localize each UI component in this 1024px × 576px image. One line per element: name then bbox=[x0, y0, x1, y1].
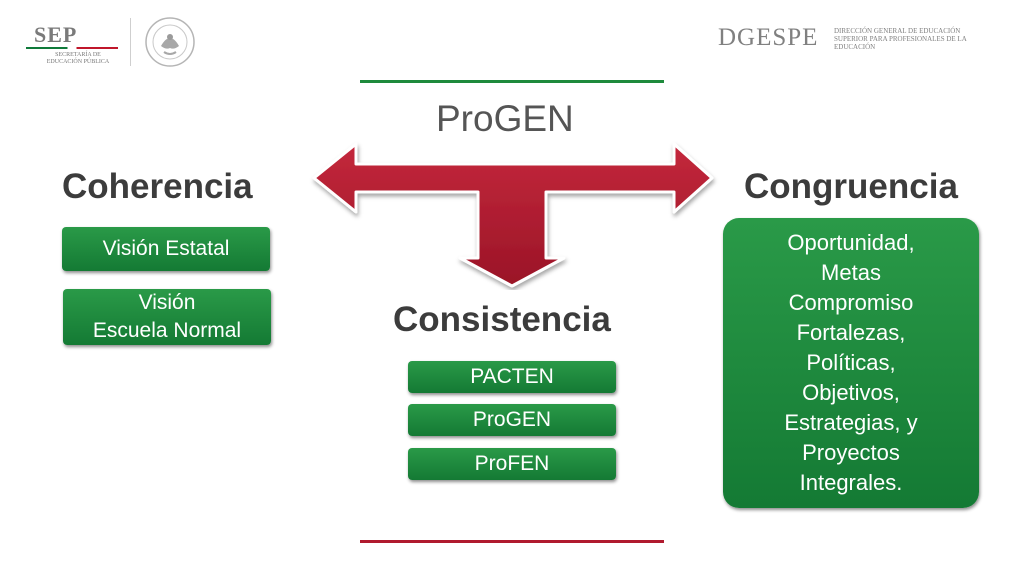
congruencia-line: Proyectos bbox=[802, 440, 900, 465]
pacten-box: PACTEN bbox=[408, 361, 616, 393]
congruencia-title: Congruencia bbox=[744, 167, 958, 206]
dgespe-logo-text: DGESPE bbox=[718, 24, 819, 51]
sep-logo-bar bbox=[26, 47, 118, 49]
vision-escuela-normal-box: Visión Escuela Normal bbox=[63, 289, 271, 345]
pacten-label: PACTEN bbox=[470, 365, 554, 388]
congruencia-line: Fortalezas, bbox=[796, 320, 906, 345]
congruencia-line: Compromiso bbox=[788, 290, 914, 315]
vision-escuela-label-line2: Escuela Normal bbox=[92, 319, 242, 342]
progen-label: ProGEN bbox=[472, 408, 552, 431]
vision-estatal-label: Visión Estatal bbox=[102, 237, 230, 260]
profen-label: ProFEN bbox=[474, 452, 550, 475]
sep-logo-subtitle: SECRETARÍA DE EDUCACIÓN PÚBLICA bbox=[46, 52, 110, 65]
congruencia-box: Oportunidad, Metas Compromiso Fortalezas… bbox=[723, 218, 979, 508]
congruencia-line: Políticas, bbox=[806, 350, 896, 375]
arrow-shape bbox=[312, 142, 714, 288]
congruencia-line: Objetivos, bbox=[802, 380, 900, 405]
congruencia-line: Integrales. bbox=[799, 470, 903, 495]
consistencia-title: Consistencia bbox=[393, 300, 611, 339]
sep-logo-text: SEP bbox=[34, 22, 78, 47]
coherencia-title: Coherencia bbox=[62, 167, 253, 206]
three-way-arrow-icon bbox=[312, 142, 714, 288]
dgespe-description: DIRECCIÓN GENERAL DE EDUCACIÓN SUPERIOR … bbox=[834, 27, 967, 51]
vision-estatal-box: Visión Estatal bbox=[62, 227, 270, 271]
header-divider bbox=[130, 18, 131, 66]
congruencia-line: Estrategias, y bbox=[784, 410, 918, 435]
congruencia-line: Metas bbox=[821, 260, 881, 285]
progen-title: ProGEN bbox=[436, 98, 574, 139]
vision-escuela-label-line1: Visión bbox=[138, 291, 196, 314]
profen-box: ProFEN bbox=[408, 448, 616, 480]
congruencia-line: Oportunidad, bbox=[787, 230, 915, 255]
national-seal-icon bbox=[145, 17, 195, 67]
progen-box: ProGEN bbox=[408, 404, 616, 436]
bottom-red-rule bbox=[360, 540, 664, 543]
top-green-rule bbox=[360, 80, 664, 83]
